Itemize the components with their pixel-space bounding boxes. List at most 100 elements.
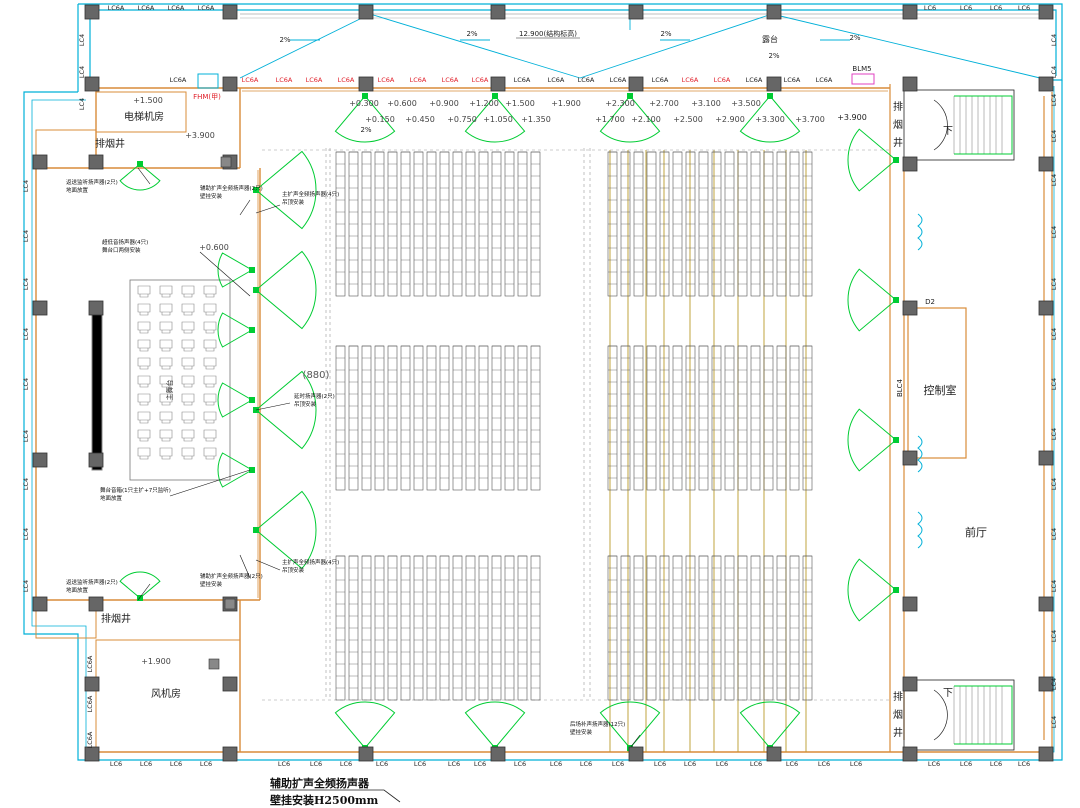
caption-line-2: 壁挂安装H2500mm [270,794,379,807]
room-lobby: 前厅 [965,525,987,539]
note-side-bottom-b: 壁挂安装 [200,580,223,588]
column [1038,450,1054,466]
window-label-lc4: LC4 [22,328,30,340]
room-fan: 风机房 [151,687,181,700]
pier [208,658,220,670]
stage-chair [203,411,217,424]
window-label-lc4: LC4 [1050,428,1058,440]
stairs-down-top: 下 [943,126,953,137]
speaker-corner [119,163,161,191]
elev-smoke: +3.900 [185,131,215,140]
seating-layer [137,151,813,701]
note-main-bottom-b: 吊顶安装 [282,566,305,574]
window-label-blc4: BLC4 [896,378,904,397]
speaker-bottom [599,701,661,749]
speaker-right [847,558,897,622]
note-return-top-a: 返送监听扬声器(2只) [66,178,118,186]
window-label-lc6: LC6 [414,760,426,768]
column [1038,4,1054,20]
window-label-lc6: LC6 [990,4,1002,12]
window-label-lc4: LC4 [1050,630,1058,642]
speaker-corner-box [137,161,143,167]
elev-step-upper: +2.300 [605,99,635,108]
stage-chair [203,447,217,460]
door-swing [917,511,923,549]
speaker-stage-back [217,312,254,348]
elev-step-lower: +0.750 [447,115,477,124]
window-label-lc6: LC6 [928,760,940,768]
stage-chair [159,303,173,316]
window-label-lc6: LC6 [110,760,122,768]
stairs-top-label: 烟 [893,118,903,131]
note-return-bottom-b: 地面放置 [66,586,89,594]
column [222,676,238,692]
note-side-top-b: 壁挂安装 [200,192,223,200]
window-label-lc6a: LC6A [138,4,155,12]
stage-chair [203,375,217,388]
elev-step-upper: +1.200 [469,99,499,108]
stage-chair [203,429,217,442]
window-label-lc6a: LC6A [86,731,94,748]
stairs-bottom-handrail [954,685,1013,745]
window-label-lc6: LC6 [612,760,624,768]
column [1038,76,1054,92]
speaker-right [847,408,897,472]
speaker-right-box [893,157,899,163]
column [88,300,104,316]
column [84,746,100,762]
window-label-lc6: LC6 [140,760,152,768]
speaker-right-box [893,437,899,443]
window-label-lc4: LC4 [1050,66,1058,78]
speaker-stage-box [253,287,259,293]
window-label-lc6a: LC6A [242,76,259,84]
window-label-lc6a: LC6A [338,76,355,84]
speaker-stage-box [253,187,259,193]
window-label-lc6: LC6 [376,760,388,768]
speaker-stage-box [253,527,259,533]
window-label-lc6: LC6 [200,760,212,768]
column [222,746,238,762]
window-label-lc6a: LC6A [306,76,323,84]
stage-chair [181,375,195,388]
annotation-leader [239,554,251,579]
stage-chair [181,411,195,424]
speaker-stage-back-box [249,267,255,273]
annotation-leader [199,251,251,297]
annotation-leader [255,402,291,411]
stage-chair [159,357,173,370]
column [222,76,238,92]
column [902,450,918,466]
window-label-lc6a: LC6A [746,76,763,84]
column [32,300,48,316]
speaker-top [739,95,801,143]
speaker-bottom [464,701,526,749]
speaker-stage-back-box [249,467,255,473]
window-label-lc6: LC6 [170,760,182,768]
caption-line-1: 辅助扩声全频扬声器 [270,777,369,790]
column [902,300,918,316]
window-label-lc6: LC6 [514,760,526,768]
window-label-lc4: LC4 [1050,678,1058,690]
window-label-lc4: LC4 [22,278,30,290]
fhm-door [197,73,219,89]
elev-step-upper: +3.500 [731,99,761,108]
stage-chair [203,321,217,334]
stage-chair [159,393,173,406]
window-label-lc6a: LC6A [610,76,627,84]
window-label-lc6: LC6 [310,760,322,768]
column [1038,300,1054,316]
window-label-lc4: LC4 [22,478,30,490]
stage-front [91,301,103,471]
stage-chair [181,357,195,370]
column [88,596,104,612]
note-main-top-a: 主扩声全频扬声器(4只) [282,190,339,198]
speaker-stage [255,370,317,450]
pier [224,598,236,610]
control-room-box [907,307,967,459]
column [32,596,48,612]
stairs-down-bottom: 下 [943,688,953,699]
column [902,746,918,762]
speaker-stage-back [217,382,254,418]
stage-chair [137,375,151,388]
window-label-lc4: LC4 [22,430,30,442]
